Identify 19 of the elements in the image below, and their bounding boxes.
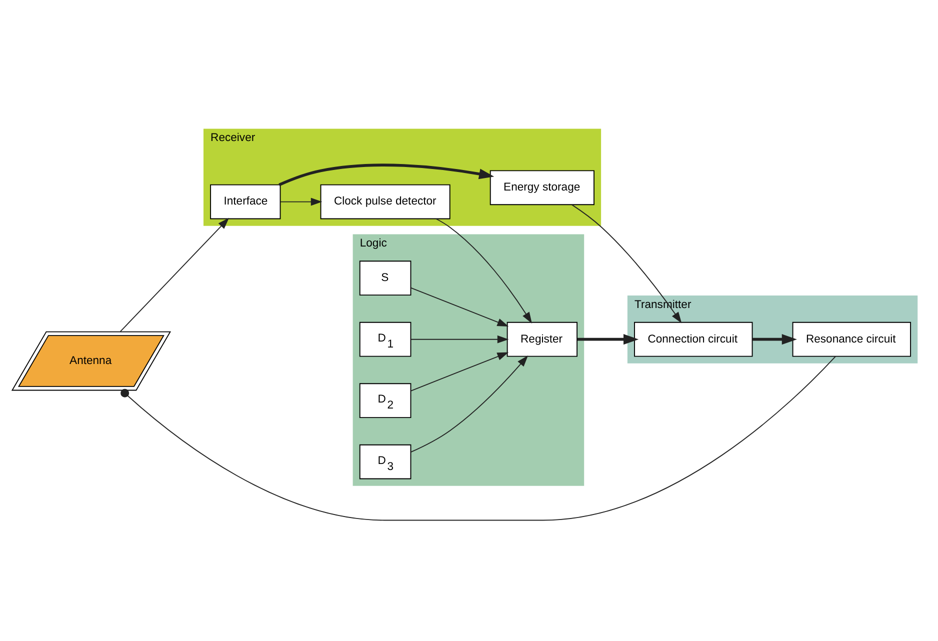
arrow xyxy=(572,204,682,324)
arrow xyxy=(278,164,494,186)
node-box: Clock pulse detector xyxy=(320,184,450,220)
arrow xyxy=(577,334,639,345)
node-box: Connection circuit xyxy=(634,322,753,357)
node-box: S xyxy=(359,260,412,296)
arrow xyxy=(410,287,509,326)
node-box: Interface xyxy=(210,184,281,220)
node-box: Resonance circuit xyxy=(792,322,912,357)
arrow xyxy=(436,218,532,324)
arrow xyxy=(410,355,528,453)
arrow xyxy=(410,352,509,392)
arrow xyxy=(280,198,322,206)
node-box: Register xyxy=(506,322,578,357)
arrow xyxy=(752,334,797,345)
node-box: Energy storage xyxy=(490,170,594,206)
arrow xyxy=(410,335,509,344)
arrow xyxy=(120,218,230,332)
connector xyxy=(120,356,836,521)
